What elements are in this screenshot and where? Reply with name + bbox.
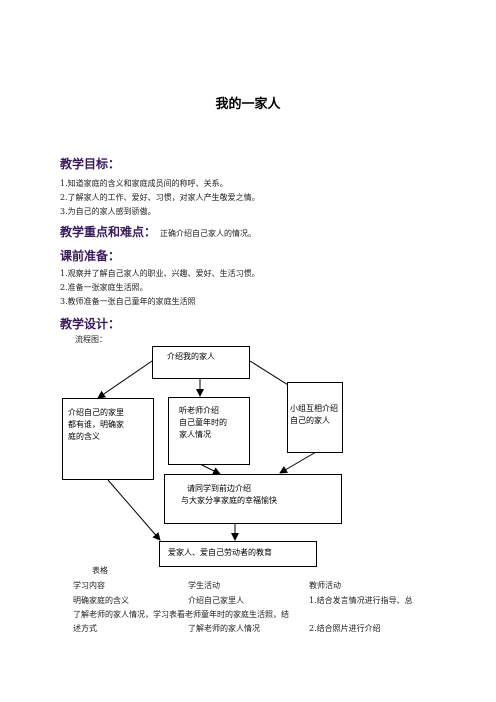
keypoints-text: 正确介绍自己家人的情况。 — [160, 229, 257, 238]
table-header-content: 学习内容 — [73, 581, 105, 590]
flow-box-group-intro-line-2: 自己的家人 — [290, 416, 330, 425]
arrow-left-to-bottom — [107, 479, 161, 541]
flow-box-love-education-label: 爱家人、爱自己劳动者的教育 — [168, 548, 272, 557]
design-heading: 教学设计： — [60, 317, 121, 331]
table-cell-r3c1: 述方式 — [73, 624, 97, 633]
table-label: 表格 — [92, 566, 108, 575]
flow-label: 流程图： — [75, 335, 107, 344]
prep-heading: 课前准备： — [60, 249, 121, 263]
flow-box-share-happiness-line-2: 与大家分享家庭的幸福愉快 — [181, 496, 277, 505]
flow-box-share-happiness-line-1: 请同学到前边介绍 — [187, 484, 251, 493]
flow-box-teacher-childhood-line-1: 听老师介绍 — [179, 406, 219, 415]
flow-box-family-meaning-line-2: 都有谁，明确家 — [68, 420, 124, 429]
table-cell-r3c3: 2.结合照片进行介绍 — [309, 624, 381, 633]
table-cell-r1c2: 介绍自己家里人 — [188, 596, 244, 605]
table-cell-r2: 了解老师的家人情况，学习表看老师童年时的家庭生活照，结 — [73, 610, 289, 619]
flow-box-group-intro: 小组互相介绍 自己的家人 — [287, 382, 343, 453]
flow-box-introduce-family-label: 介绍我的家人 — [167, 352, 215, 361]
table-cell-r3c2: 了解老师的家人情况 — [188, 624, 260, 633]
flow-box-family-meaning: 介绍自己的家里 都有谁，明确家 庭的含义 — [62, 398, 154, 480]
keypoints-section: 教学重点和难点：正确介绍自己家人的情况。 — [60, 223, 256, 240]
goals-heading: 教学目标： — [60, 157, 121, 171]
flow-box-family-meaning-line-1: 介绍自己的家里 — [68, 408, 124, 417]
prep-item-3: 3.教师准备一张自己童年的家庭生活照 — [60, 297, 196, 306]
arrow-right-to-share — [279, 451, 317, 474]
table-header-student: 学生活动 — [188, 581, 220, 590]
flow-box-teacher-childhood-line-3: 家人情况 — [179, 430, 211, 439]
goal-item-1: 1.知道家庭的含义和家庭成员间的称呼、关系。 — [60, 179, 228, 188]
flow-box-introduce-family: 介绍我的家人 — [152, 346, 250, 379]
table-cell-r1c3: 1.结合发言情况进行指导、总 — [309, 596, 413, 605]
flow-box-teacher-childhood: 听老师介绍 自己童年时的 家人情况 — [168, 397, 250, 465]
flow-box-share-happiness: 请同学到前边介绍 与大家分享家庭的幸福愉快 — [164, 474, 342, 524]
page-title: 我的一家人 — [215, 97, 281, 112]
flow-box-family-meaning-line-3: 庭的含义 — [68, 432, 100, 441]
goal-item-3: 3.为自己的家人感到骄傲。 — [60, 207, 156, 216]
table-header-teacher: 教师活动 — [309, 581, 341, 590]
arrow-middle-to-share — [199, 463, 221, 475]
table-cell-r1c1: 明确家庭的含义 — [73, 596, 129, 605]
flow-box-group-intro-line-1: 小组互相介绍 — [290, 404, 338, 413]
flow-box-teacher-childhood-line-2: 自己童年时的 — [179, 418, 227, 427]
arrow-top-to-left — [97, 360, 153, 399]
flow-box-love-education: 爱家人、爱自己劳动者的教育 — [159, 541, 317, 567]
prep-item-2: 2.准备一张家庭生活照。 — [60, 283, 148, 292]
prep-item-1: 1.观察并了解自己家人的职业、兴趣、爱好、生活习惯。 — [60, 269, 260, 278]
keypoints-heading: 教学重点和难点： — [60, 225, 157, 239]
goal-item-2: 2.了解家人的工作、爱好、习惯，对家人产生敬爱之情。 — [60, 193, 260, 202]
